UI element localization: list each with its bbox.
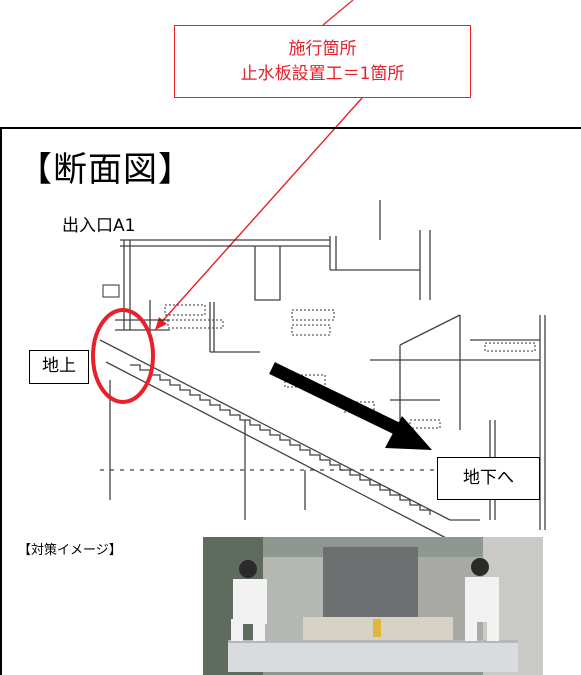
highlight-ellipse bbox=[91, 308, 155, 404]
section-frame bbox=[0, 127, 581, 675]
measures-label: 【対策イメージ】 bbox=[18, 543, 122, 558]
callout-leader-line bbox=[157, 97, 363, 327]
callout-box: 施行箇所 止水板設置工＝1箇所 bbox=[174, 25, 471, 98]
direction-arrow-shaft bbox=[269, 362, 403, 436]
direction-arrow-head bbox=[385, 416, 432, 450]
callout-line-2: 止水板設置工＝1箇所 bbox=[240, 63, 405, 84]
underground-label: 地下へ bbox=[437, 457, 540, 500]
ground-label: 地上 bbox=[29, 350, 89, 384]
stair-section-sketch bbox=[99, 200, 546, 541]
entrance-label: 出入口A1 bbox=[62, 216, 136, 236]
flood-barrier-photo bbox=[203, 537, 543, 675]
section-title: 【断面図】 bbox=[18, 150, 193, 190]
callout-line-1: 施行箇所 bbox=[288, 38, 357, 59]
callout-top-line bbox=[322, 0, 354, 26]
